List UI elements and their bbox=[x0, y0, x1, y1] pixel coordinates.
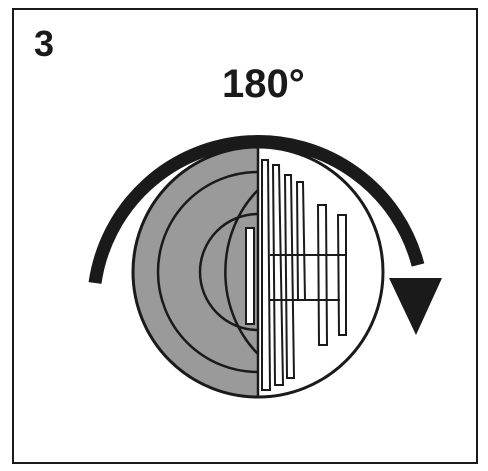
rotation-angle-label: 180° bbox=[222, 62, 305, 106]
disc-part-icon bbox=[131, 145, 385, 399]
step-number: 3 bbox=[34, 23, 55, 64]
rotation-arrow-icon bbox=[88, 135, 442, 335]
